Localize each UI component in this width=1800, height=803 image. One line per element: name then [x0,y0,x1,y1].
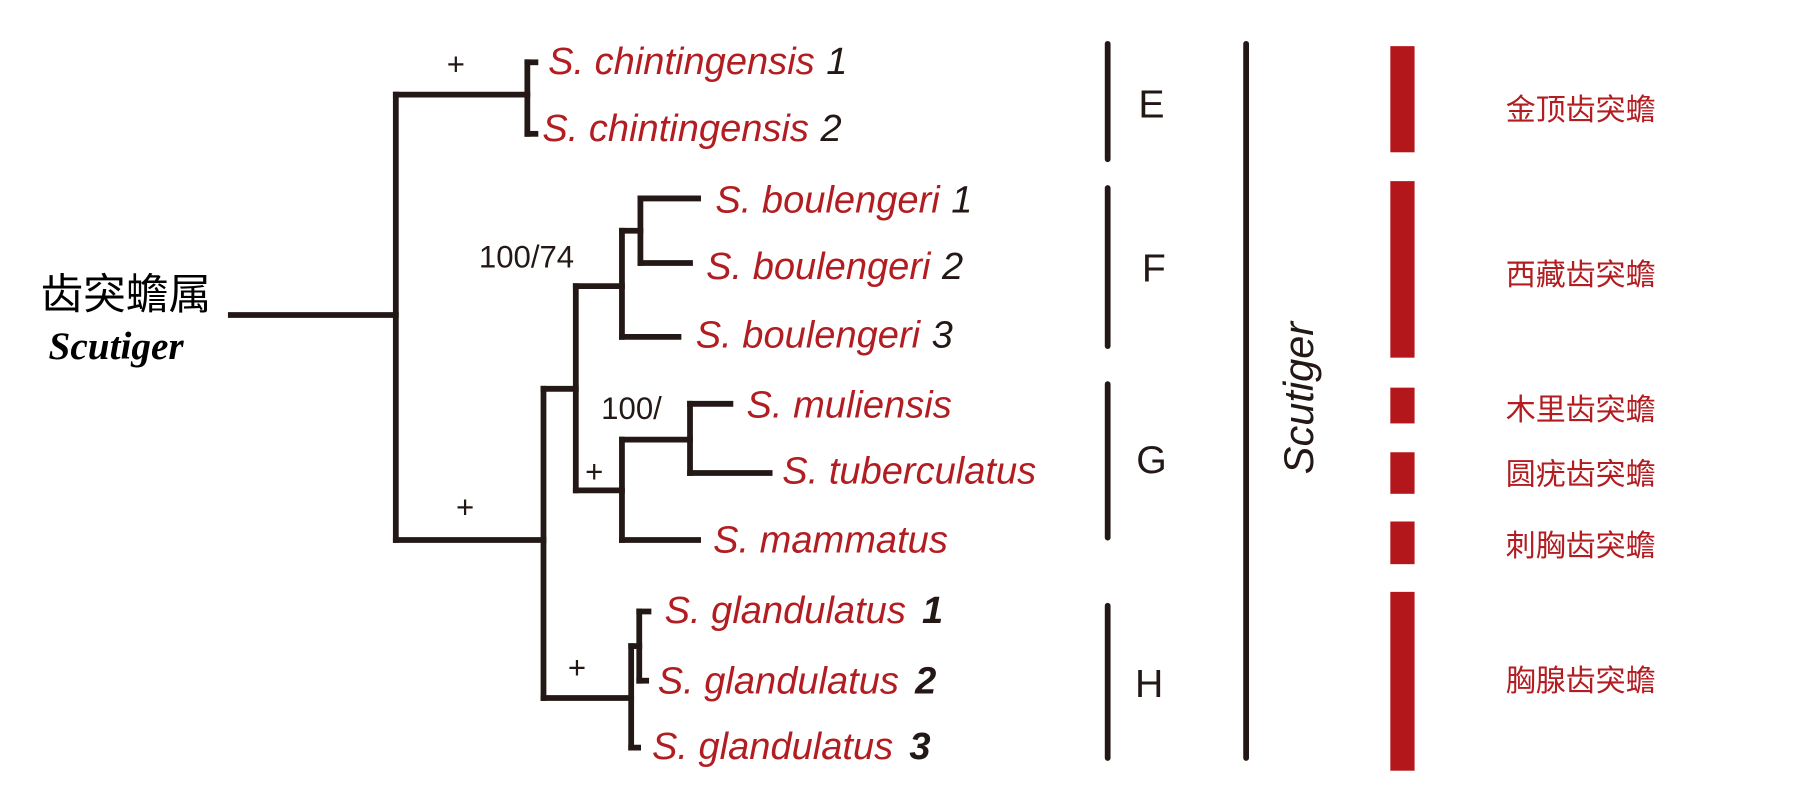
support-g-clade-node: + [585,454,603,489]
species-bar-muliensis [1390,387,1415,424]
taxon-name: S. glandulatus [665,590,906,632]
root-chinese-label: 齿突蟾属 [40,270,211,320]
taxon-name: S. chintingensis [542,108,809,150]
clade-label-e: E [1138,83,1164,127]
taxon-label: S. chintingensis 1 [548,41,847,83]
taxon-number: 1 [922,590,943,632]
species-bar-boulengeri [1390,181,1415,358]
clade-label-f: F [1142,247,1166,291]
taxon-label: S. muliensis [747,385,952,427]
taxon-name: S. muliensis [747,385,952,427]
chinese-name-muliensis: 木里齿突蟾 [1506,393,1656,428]
support-boulengeri-node: 100/74 [479,240,574,275]
taxon-number: 1 [826,41,847,83]
taxon-number: 2 [819,108,841,150]
taxon-name: S. boulengeri [715,179,941,221]
support-muliensis-tuberculatus-node: 100/ [601,391,662,426]
taxon-name: S. glandulatus [658,660,899,702]
taxon-name: S. boulengeri [706,246,932,288]
support-glandulatus-node: + [568,650,586,685]
species-bar-glandulatus [1390,591,1415,771]
taxon-label: S. glandulatus 3 [652,726,931,768]
chinese-name-mammatus: 刺胸齿突蟾 [1506,529,1656,564]
clade-label-g: G [1136,438,1167,482]
taxon-name: S. tuberculatus [782,450,1036,492]
taxon-number: 1 [951,179,972,221]
chinese-name-boulengeri: 西藏齿突蟾 [1506,258,1656,293]
support-main-lower-node: + [456,490,474,525]
taxon-name: S. glandulatus [652,726,893,768]
taxon-label: S. mammatus [713,520,948,562]
taxon-number: 3 [909,726,930,768]
clade-label-h: H [1135,662,1163,706]
species-bar-tuberculatus [1390,452,1415,494]
taxon-name: S. boulengeri [696,314,922,356]
genus-bar-label: Scutiger [1275,320,1322,474]
root-latin-label: Scutiger [49,325,185,368]
taxon-number: 3 [932,314,953,356]
species-bar-mammatus [1390,521,1415,565]
taxon-label: S. glandulatus 1 [665,590,944,632]
tree-branches [227,59,773,751]
chinese-name-tuberculatus: 圆疣齿突蟾 [1506,458,1656,493]
taxon-number: 2 [914,660,936,702]
chinese-name-chintingensis: 金顶齿突蟾 [1506,93,1656,128]
taxon-label: S. glandulatus 2 [658,660,937,702]
species-bar-chintingensis [1390,46,1415,153]
support-chintingensis-node: + [447,47,465,82]
taxon-name: S. chintingensis [548,41,815,83]
taxon-number: 2 [941,246,963,288]
chinese-name-glandulatus: 胸腺齿突蟾 [1506,664,1656,699]
taxon-label: S. tuberculatus [782,450,1036,492]
taxon-name: S. mammatus [713,520,948,562]
